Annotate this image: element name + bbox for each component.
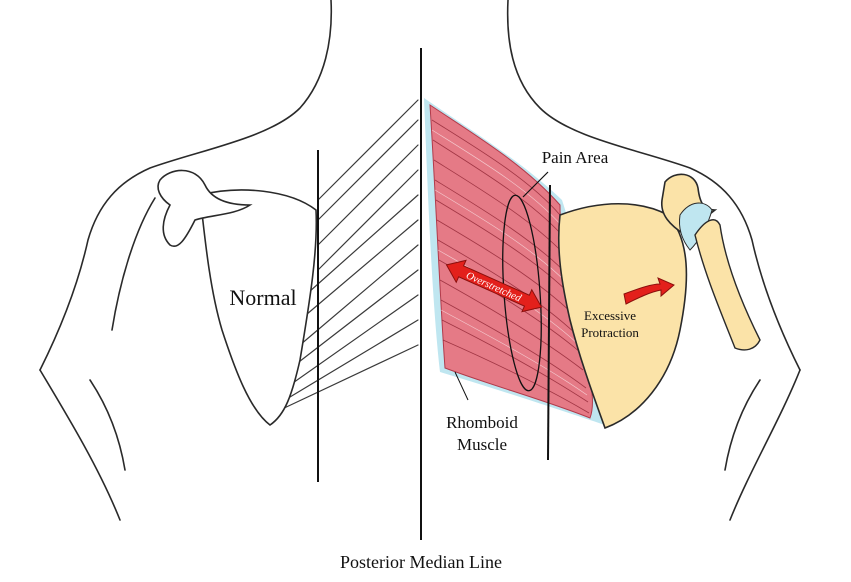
rhomboid-leader-line	[454, 371, 469, 401]
affected-scapula	[557, 203, 688, 430]
pain-area-label: Pain Area	[542, 148, 609, 167]
pain-area-leader-line	[522, 171, 549, 198]
body-outline	[39, 0, 801, 521]
double-arrow-icon	[445, 259, 543, 313]
excessive-protraction-label-line2: Protraction	[581, 325, 639, 340]
left-torso-line	[39, 369, 121, 521]
right-neck-shoulder-line	[506, 0, 801, 371]
posterior-median-line-label: Posterior Median Line	[340, 552, 502, 572]
normal-acromion	[157, 169, 253, 247]
affected-scapula-reference-line	[547, 184, 551, 461]
normal-side: Normal	[157, 99, 419, 482]
left-arm-inner-line	[89, 379, 126, 471]
excessive-protraction-label-line1: Excessive	[584, 308, 636, 323]
affected-side: Pain Area Overstretched Excessive Protra…	[424, 98, 761, 461]
normal-scapula	[199, 189, 318, 426]
left-neck-shoulder-line	[39, 0, 333, 371]
rhomboid-label-line1: Rhomboid	[446, 413, 518, 432]
left-upper-arm-line	[111, 197, 156, 331]
affected-humerus	[694, 219, 761, 351]
right-torso-line	[729, 369, 801, 521]
protraction-arrow-icon	[623, 277, 675, 305]
normal-rhomboid-fibers	[279, 99, 419, 411]
right-arm-inner-line	[724, 379, 761, 471]
normal-label: Normal	[229, 285, 296, 310]
rhomboid-label-line2: Muscle	[457, 435, 507, 454]
